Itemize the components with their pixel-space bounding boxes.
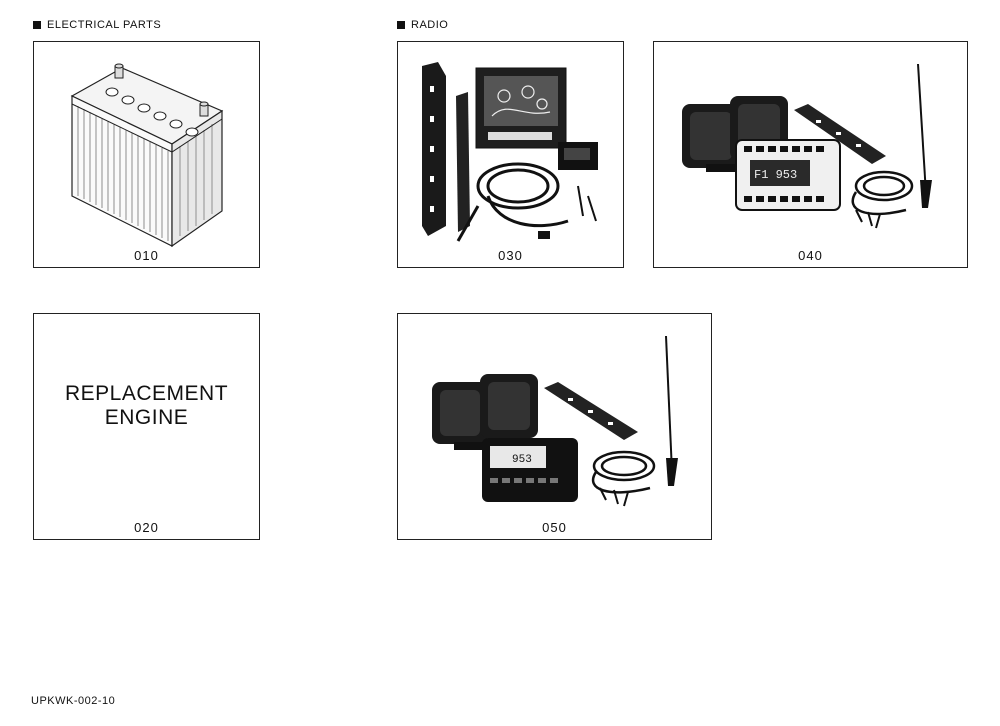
replacement-engine-line1: REPLACEMENT xyxy=(64,382,229,405)
part-panel-020[interactable]: REPLACEMENT ENGINE 020 xyxy=(33,313,260,540)
marine-radio-kit-illustration-icon: 953 xyxy=(432,335,678,507)
part-code: 040 xyxy=(798,248,823,263)
part-code: 020 xyxy=(134,520,159,535)
part-panel-040[interactable]: F1 953 040 xyxy=(653,41,968,268)
replacement-engine-line2: ENGINE xyxy=(104,406,189,429)
section-heading-electrical-label: ELECTRICAL PARTS xyxy=(47,19,162,31)
battery-illustration-icon xyxy=(70,63,224,248)
part-code: 030 xyxy=(498,248,523,263)
radio-display-050: 953 xyxy=(512,454,532,466)
part-panel-010[interactable]: 010 xyxy=(33,41,260,268)
section-heading-electrical: ELECTRICAL PARTS xyxy=(33,19,161,31)
document-code: UPKWK-002-10 xyxy=(31,695,116,707)
replacement-engine-label: REPLACEMENT ENGINE xyxy=(34,382,259,430)
square-bullet-icon xyxy=(397,21,405,29)
part-code: 050 xyxy=(542,520,567,535)
square-bullet-icon xyxy=(33,21,41,29)
section-heading-radio: RADIO xyxy=(397,19,448,31)
section-heading-radio-label: RADIO xyxy=(411,19,449,31)
part-panel-050[interactable]: 953 050 xyxy=(397,313,712,540)
marine-radio-kit-illustration-icon: F1 953 xyxy=(682,63,932,229)
part-panel-030[interactable]: 030 xyxy=(397,41,624,268)
radio-kit-illustration-icon xyxy=(422,62,598,242)
part-code: 010 xyxy=(134,248,159,263)
radio-display-040: F1 953 xyxy=(754,168,797,182)
